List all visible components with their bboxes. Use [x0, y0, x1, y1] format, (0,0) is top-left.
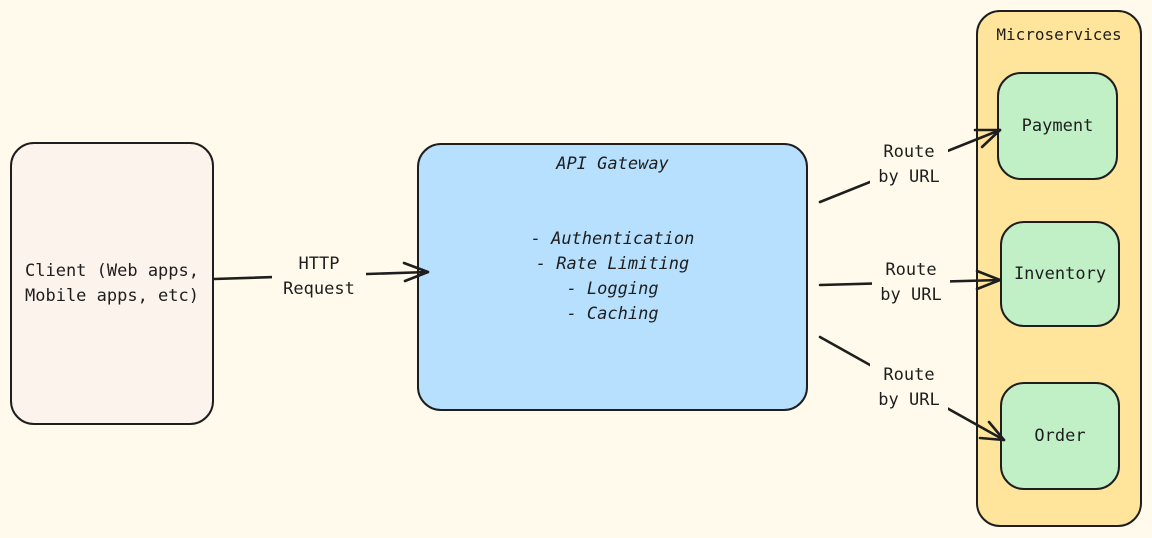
- api-gateway-features: - Authentication - Rate Limiting - Loggi…: [417, 227, 808, 327]
- route-payment-label-line-1: Route: [883, 142, 935, 162]
- client-box: Client (Web apps, Mobile apps, etc): [10, 142, 214, 425]
- client-label: Client (Web apps, Mobile apps, etc): [25, 259, 199, 309]
- route-inventory-arrowhead: [975, 269, 1002, 291]
- feature-logging: - Logging: [566, 279, 659, 299]
- feature-authentication: - Authentication: [530, 229, 695, 249]
- http-request-arrowhead: [402, 261, 430, 283]
- route-order-label-line-2: by URL: [878, 390, 940, 410]
- service-inventory-label: Inventory: [1013, 263, 1107, 284]
- route-payment-arrowhead: [973, 128, 1002, 149]
- route-order-label: Route by URL: [870, 363, 948, 413]
- http-request-label-line-2: Request: [283, 279, 355, 299]
- feature-caching: - Caching: [566, 304, 659, 324]
- route-inventory-label-line-1: Route: [885, 260, 937, 280]
- service-order-box: Order: [1000, 382, 1120, 490]
- api-gateway-box: [417, 143, 808, 411]
- route-inventory-label-line-2: by URL: [880, 285, 942, 305]
- route-inventory-label: Route by URL: [872, 258, 950, 308]
- microservices-title: Microservices: [996, 25, 1122, 44]
- route-payment-label-line-2: by URL: [878, 167, 940, 187]
- route-payment-label: Route by URL: [870, 140, 948, 190]
- service-order-label: Order: [1034, 425, 1086, 446]
- service-payment-box: Payment: [997, 72, 1118, 180]
- service-inventory-box: Inventory: [1000, 221, 1120, 327]
- api-gateway-title: API Gateway: [556, 154, 669, 174]
- client-label-line-1: Client (Web apps,: [25, 260, 199, 281]
- route-order-arrowhead: [978, 420, 1006, 442]
- http-request-label-line-1: HTTP: [298, 254, 340, 274]
- route-order-label-line-1: Route: [883, 365, 935, 385]
- http-request-label: HTTP Request: [272, 252, 366, 302]
- feature-rate-limiting: - Rate Limiting: [535, 254, 690, 274]
- client-label-line-2: Mobile apps, etc): [25, 285, 199, 306]
- service-payment-label: Payment: [1021, 115, 1094, 136]
